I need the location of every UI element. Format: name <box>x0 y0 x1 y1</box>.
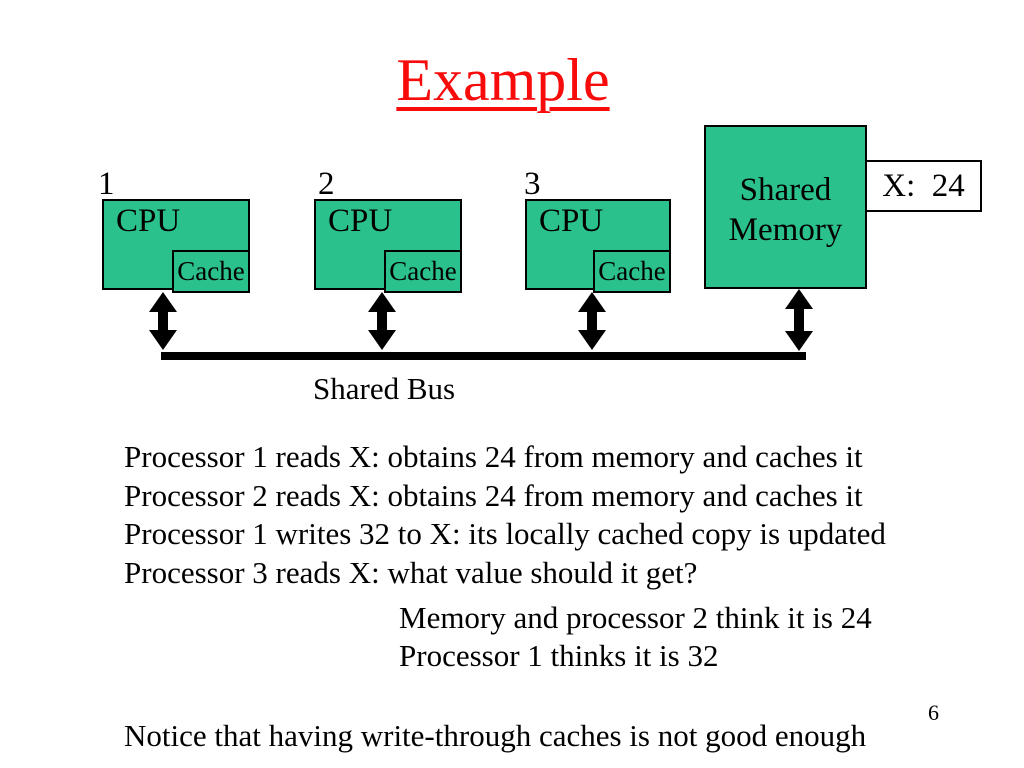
cache-box-2: Cache <box>384 250 462 293</box>
cache-box-1: Cache <box>172 250 250 293</box>
bus-arrow-3-icon <box>578 292 606 350</box>
indented-line-1: Memory and processor 2 think it is 24 <box>399 600 872 635</box>
body-line-2: Processor 2 reads X: obtains 24 from mem… <box>124 477 863 513</box>
body-line-4: Processor 3 reads X: what value should i… <box>124 554 698 590</box>
memory-value-box: X: 24 <box>865 160 982 212</box>
indented-line-2: Processor 1 thinks it is 32 <box>399 638 719 673</box>
memory-value-label: X: 24 <box>882 167 965 204</box>
cpu-label-3: CPU <box>539 203 604 239</box>
body-line-3: Processor 1 writes 32 to X: its locally … <box>124 516 886 551</box>
cache-label-2: Cache <box>389 256 457 286</box>
shared-memory-label-line2: Memory <box>728 212 843 248</box>
processor-number-3: 3 <box>524 166 541 202</box>
shared-bus-line <box>161 352 806 360</box>
bus-arrow-2-icon <box>368 292 396 350</box>
body-text-block: Processor 1 reads X: obtains 24 from mem… <box>124 438 886 592</box>
notice-line: Notice that having write-through caches … <box>124 718 867 753</box>
processor-number-2: 2 <box>318 166 335 202</box>
slide-title: Example <box>396 47 610 113</box>
cpu-label-2: CPU <box>328 203 393 239</box>
processor-number-1: 1 <box>98 166 115 202</box>
bus-arrow-1-icon <box>149 292 177 350</box>
cpu-label-1: CPU <box>116 203 181 239</box>
shared-memory-label-line1: Shared <box>739 172 832 208</box>
cache-label-1: Cache <box>177 256 245 286</box>
page-number: 6 <box>928 700 939 725</box>
cpu-box-2: CPU Cache <box>314 199 462 293</box>
bus-arrow-4-icon <box>785 289 813 351</box>
cache-label-3: Cache <box>598 256 666 286</box>
indented-text-block: Memory and processor 2 think it is 24 Pr… <box>399 599 872 675</box>
cache-box-3: Cache <box>593 250 671 293</box>
shared-memory-box: Shared Memory <box>704 125 867 289</box>
cpu-box-3: CPU Cache <box>525 199 671 293</box>
cpu-box-1: CPU Cache <box>102 199 250 293</box>
shared-bus-label: Shared Bus <box>313 371 456 406</box>
body-line-1: Processor 1 reads X: obtains 24 from mem… <box>124 439 863 474</box>
